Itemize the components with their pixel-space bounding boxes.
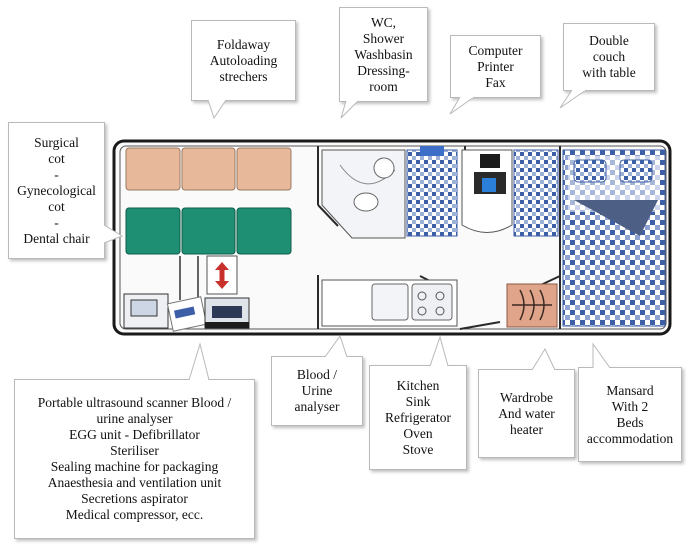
callout-text: With 2 bbox=[611, 398, 649, 414]
callout-text: Beds bbox=[616, 414, 644, 430]
callout-text: Gynecological bbox=[17, 182, 96, 198]
up-down-arrow-icon bbox=[215, 262, 229, 289]
callout-text: Dressing- bbox=[357, 62, 410, 78]
callout-wc: WC, Shower Washbasin Dressing- room bbox=[339, 7, 428, 102]
callout-equipment: Portable ultrasound scanner Blood / urin… bbox=[14, 379, 255, 539]
callout-text: Anaesthesia and ventilation unit bbox=[47, 475, 222, 490]
callout-text: Computer bbox=[468, 42, 523, 58]
callout-text: urine analyser bbox=[96, 411, 173, 426]
callout-stretchers: Foldaway Autoloading strechers bbox=[191, 20, 296, 101]
callout-text: strechers bbox=[219, 68, 268, 84]
callout-text: heater bbox=[510, 421, 543, 437]
callout-text: WC, bbox=[370, 14, 397, 30]
callout-couch: Double couch with table bbox=[563, 23, 655, 91]
callout-text: couch bbox=[592, 49, 626, 64]
callout-wardrobe: Wardrobe And water heater bbox=[478, 369, 575, 458]
kitchen-counter bbox=[321, 279, 458, 327]
computer-desk bbox=[461, 149, 559, 237]
callout-text: Portable ultrasound scanner Blood / bbox=[37, 395, 232, 410]
callout-text: Mansard bbox=[606, 382, 654, 398]
callout-text: - bbox=[54, 166, 59, 182]
callout-text: Surgical bbox=[34, 134, 79, 150]
callout-text: Stove bbox=[402, 441, 434, 457]
callout-text: Sink bbox=[405, 393, 431, 409]
wardrobe bbox=[506, 283, 558, 328]
wc-shower bbox=[321, 146, 458, 239]
callout-text: analyser bbox=[294, 399, 340, 414]
callout-text: cot bbox=[48, 198, 65, 214]
callout-text: Secretions aspirator bbox=[81, 491, 188, 506]
stretcher-rail bbox=[179, 255, 238, 300]
callout-text: Urine bbox=[301, 383, 333, 398]
mansard-beds bbox=[562, 149, 666, 327]
callout-text: Autoloading bbox=[209, 52, 278, 68]
interior-walls bbox=[317, 146, 561, 330]
callout-text: Oven bbox=[403, 425, 433, 441]
callout-text: Refrigerator bbox=[385, 409, 451, 425]
callout-computer: Computer Printer Fax bbox=[450, 35, 541, 98]
callout-text: Double bbox=[589, 33, 629, 48]
callout-text: room bbox=[369, 78, 398, 94]
callout-text: cot bbox=[48, 150, 65, 166]
callout-text: Wardrobe bbox=[500, 389, 553, 405]
callout-surgical: Surgical cot - Gynecological cot - Denta… bbox=[8, 122, 105, 259]
callout-kitchen: Kitchen Sink Refrigerator Oven Stove bbox=[369, 365, 467, 470]
callout-text: Blood / bbox=[296, 367, 338, 382]
callout-text: EGG unit - Defibrillator bbox=[69, 427, 200, 442]
callout-blood: Blood / Urine analyser bbox=[271, 356, 363, 426]
callout-text: Medical compressor, ecc. bbox=[65, 507, 204, 522]
callout-text: Kitchen bbox=[396, 377, 440, 393]
stretchers-lower bbox=[125, 207, 292, 255]
callout-text: Sealing machine for packaging bbox=[50, 459, 219, 474]
callout-text: Washbasin bbox=[354, 46, 413, 62]
callout-text: accommodation bbox=[586, 430, 674, 446]
callout-text: Fax bbox=[485, 74, 506, 90]
callout-text: Steriliser bbox=[110, 443, 159, 458]
equipment-devices bbox=[123, 293, 250, 332]
callout-text: Shower bbox=[362, 30, 405, 46]
callout-text: Foldaway bbox=[216, 36, 271, 52]
callout-text: Printer bbox=[477, 58, 514, 74]
callout-text: with table bbox=[582, 65, 636, 80]
callout-text: - bbox=[54, 214, 59, 230]
callout-text: And water bbox=[498, 405, 555, 421]
callout-mansard: Mansard With 2 Beds accommodation bbox=[578, 367, 682, 462]
callout-text: Dental chair bbox=[23, 230, 90, 246]
stretchers-upper bbox=[125, 147, 292, 191]
